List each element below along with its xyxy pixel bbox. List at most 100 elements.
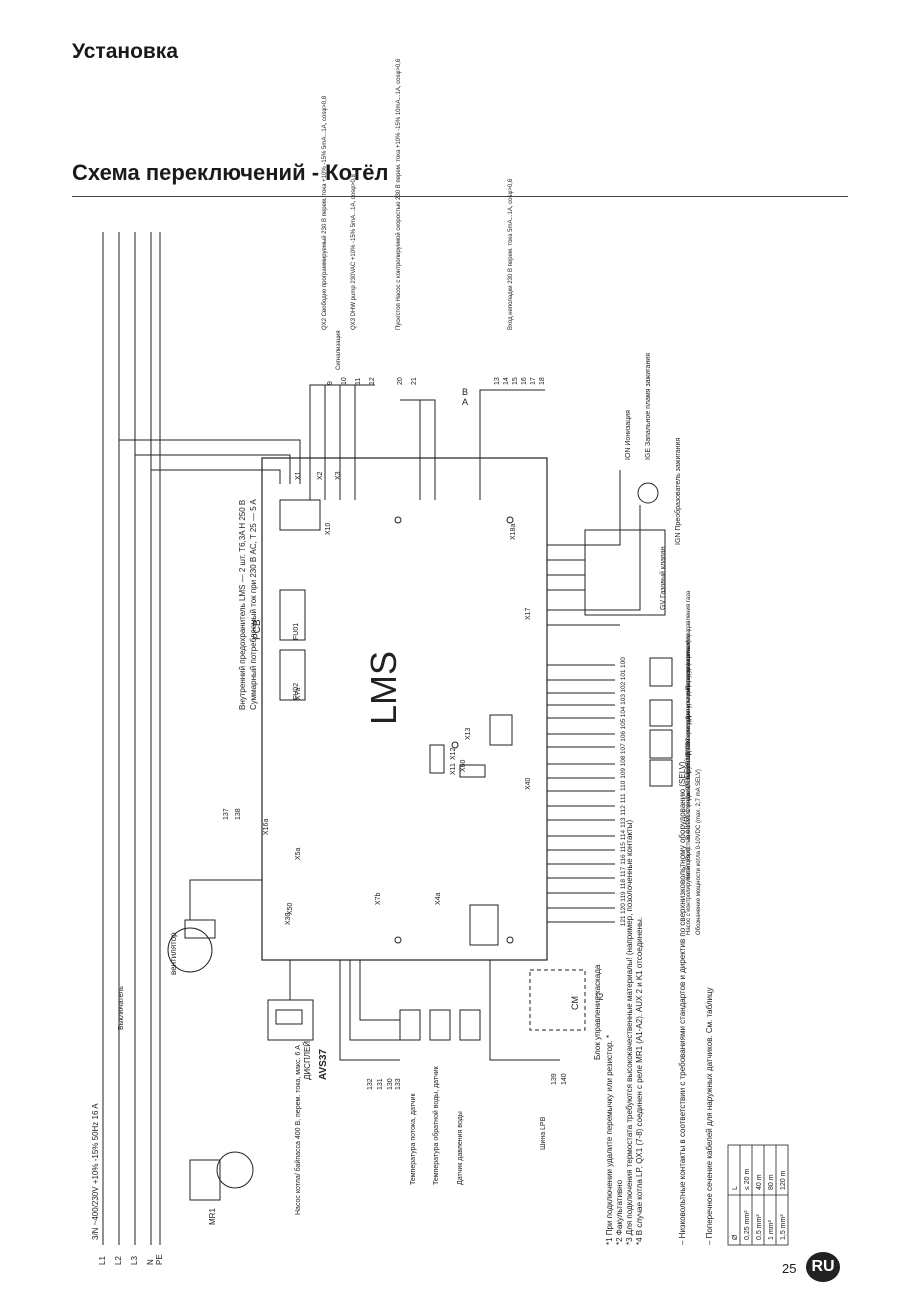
h6-label: Переключатель мин. давления газа [686,590,692,690]
terminal-label: 109 [620,767,627,778]
terminal-label: 111 [620,793,627,803]
terminal-label: 137 [223,808,230,820]
mains-line-label: L2 [114,1256,123,1265]
fuse-2-label: FU02 [293,683,300,700]
terminal-label: 130 [387,1078,394,1090]
terminal-label: 100 [620,657,627,668]
cable-table-cell: 0,5 mm² [756,1214,763,1240]
terminal-label: 20 [397,377,404,385]
cable-table-cell: 0,25 mm² [744,1210,751,1240]
terminal-label: 101 [620,669,627,680]
terminal-label: 133 [395,1078,402,1090]
board-name: LMS [363,651,404,725]
section-title: Установка [72,40,178,63]
ignition-label: IGE Запальное пламя зажигания [645,353,652,460]
b3-label: Термостат ГВС или датчик температуры (го… [686,640,692,780]
terminal-label: 120 [620,903,627,914]
cable-table-cell: 1,5 mm² [780,1214,787,1240]
address-b: B [462,387,468,397]
terminal-label: 104 [620,706,627,717]
cable-table-header-d: Ø [732,1234,739,1240]
terminal-label: 132 [367,1078,374,1090]
terminal-label: 113 [620,817,627,828]
note-3: *3 Для подключения термостата требуются … [625,820,634,1245]
connector-label: X60 [460,759,467,772]
connector-label: X7a [295,687,302,700]
mains-line-label: L3 [130,1256,139,1265]
connector-label: X18a [510,524,517,540]
pump-label: Насос котла/ байпасса 400 В, перем. тока… [294,1045,302,1215]
page-title: Схема переключений - Котёл [72,160,389,185]
terminal-label: 13 [494,377,501,385]
ignition-transformer-label: IGN Преобразователь зажигания [674,438,682,545]
sensor-b7-label: Температура обратной воды, датчик [432,1065,440,1185]
terminal-label: 107 [620,743,627,754]
lpb-label: Шина LPB [540,1116,547,1150]
qx3-alarm: Сигнализация [336,330,342,370]
fan-label: вентилятор [169,932,178,975]
fuse-note-2: Суммарный потребляемый ток при 230 В AC,… [249,499,258,710]
terminal-label: 15 [512,377,519,385]
cable-table-cell: 80 m [768,1174,775,1190]
bx3-label: Датчик температуры дымовых газов [686,654,692,755]
qx3-label: QX3 DHW pump 230VAC +10% -15% 5mA...1A, … [351,173,357,330]
mains-line-label: L1 [98,1256,107,1265]
terminal-label: 102 [620,681,627,692]
right-terminal-labels: 1001011021031041051061071081091101111121… [620,657,627,927]
cascade-label: Блок управления каскада [593,964,602,1060]
terminal-label: 119 [620,891,627,902]
supply-spec: 3/N ~400/230V +10% -15% 50Hz 16 A [91,1103,100,1240]
gas-valve-label: GV Газовый клапан [659,546,667,610]
note-5: – Низковольтные контакты в соответствии … [678,759,687,1245]
connector-label: X5a [295,847,302,860]
sensor-b2-label: Температура потока, датчик [410,1093,417,1185]
cable-table-cell: 120 m [780,1170,787,1190]
connector-label: X11 [450,763,457,775]
board-pcb-label: PCB [252,619,263,640]
mains-line-label: PE [155,1254,164,1265]
cable-table-cell: 1 mm² [768,1220,775,1241]
connector-label: X17 [525,607,532,620]
connector-label: X2 [317,471,324,480]
terminal-label: 131 [377,1078,384,1090]
cascade-cm: CM [570,996,580,1010]
connector-label: X30 [285,912,292,925]
terminal-label: 16 [521,377,528,385]
terminal-label: 117 [620,866,627,877]
address-a: A [462,397,468,407]
connector-label: X16a [263,819,270,835]
connector-label: X13 [465,727,472,740]
terminal-label: 103 [620,694,627,705]
mr1-label: MR1 [208,1208,217,1225]
fuse-1-label: FU01 [293,623,300,640]
cable-table: Ø L 0,25 mm² ≤ 20 m 0,5 mm² 40 m 1 mm² 8… [727,1144,789,1246]
connector-label: X12 [450,747,457,760]
terminal-label: 105 [620,718,627,729]
terminal-label: 140 [561,1073,568,1085]
ux3-label: Обозначение мощности котла 0-10VDC (max.… [696,769,702,935]
cable-table-cell: 40 m [756,1174,763,1190]
terminal-label: 10 [341,377,348,385]
display-label: ДИСПЛЕЙ [303,1041,312,1080]
note-6: – Поперечное сечение кабелей для наружны… [705,987,714,1245]
aux1-label: Вход неполадки 230 В перем. тока 5mA...1… [508,178,514,330]
terminal-label: 17 [530,377,537,385]
connector-label: X50 [287,902,294,915]
terminal-label: 110 [620,780,627,791]
terminal-label: 118 [620,879,627,890]
h5-label: Котёл (Вкл) [686,848,692,880]
terminal-label: 114 [620,829,627,840]
terminal-label: 106 [620,731,627,742]
note-2: *2 Факультативно [615,1179,624,1245]
terminal-label: 12 [369,377,376,385]
terminal-label: 9 [327,381,334,385]
k1-label: Пуск/стоп Насос с контролируемой скорост… [395,58,402,330]
bx2-label: Датчик температуры коллектора [686,629,692,720]
connector-label: X7b [375,892,382,905]
connector-label: X1 [295,471,302,480]
display-model: AVS37 [318,1049,329,1080]
